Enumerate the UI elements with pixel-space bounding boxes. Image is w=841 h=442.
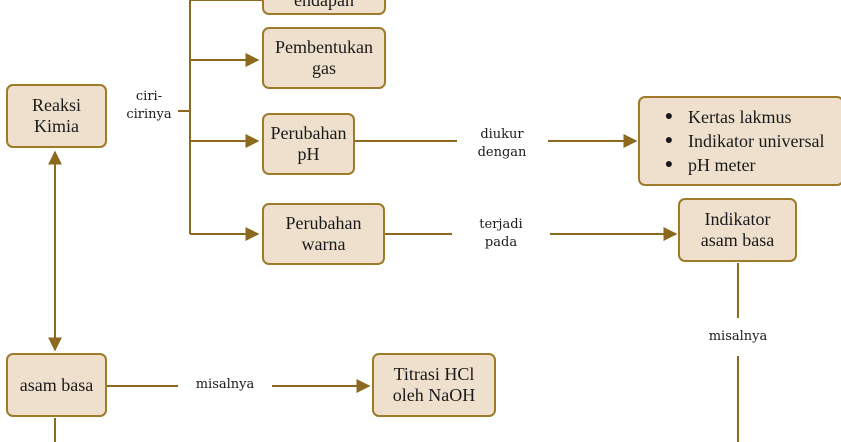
edge-label-misalnya-asam-basa-text: misalnya [195, 377, 255, 392]
node-asam-basa-label: asam basa [19, 374, 94, 395]
edge-label-misalnya-indikator-text: misalnya [708, 329, 768, 344]
ph-instrument-item-label: pH meter [688, 155, 756, 175]
edge-label-ciri-line-2: cirinya [126, 107, 172, 122]
node-perubahan-ph-line-1: Perubahan [270, 123, 347, 143]
node-asam-basa: asam basa [6, 353, 107, 417]
bullet-icon: ● [664, 109, 674, 124]
node-ph-instruments: ● Kertas lakmus ● Indikator universal ● … [638, 96, 841, 186]
node-reaksi-kimia-line-1: Reaksi [32, 95, 81, 115]
edge-label-ciri-cirinya: ciri- cirinya [120, 88, 178, 124]
ph-instrument-item-label: Kertas lakmus [688, 107, 792, 127]
edge-label-ciri-line-1: ciri- [135, 89, 163, 104]
edge-label-diukur-dengan: diukur dengan [460, 126, 544, 162]
node-reaksi-kimia: Reaksi Kimia [6, 84, 107, 148]
edge-label-diukur-line-1: diukur [480, 127, 524, 142]
node-perubahan-warna-line-2: warna [301, 234, 346, 254]
edge-label-terjadi-pada: terjadi pada [456, 216, 546, 252]
node-reaksi-kimia-line-2: Kimia [34, 116, 79, 136]
node-titrasi-line-2: oleh NaOH [392, 385, 476, 405]
ph-instrument-item: ● Kertas lakmus [650, 105, 792, 129]
node-endapan-label: endapan [294, 0, 354, 10]
node-indikator-asam-basa: Indikator asam basa [678, 198, 797, 262]
edge-label-diukur-line-2: dengan [477, 145, 527, 160]
ph-instrument-item: ● Indikator universal [650, 129, 825, 153]
bullet-icon: ● [664, 133, 674, 148]
node-pembentukan-gas-line-1: Pembentukan [275, 37, 373, 57]
node-indikator-line-2: asam basa [700, 230, 775, 250]
node-titrasi: Titrasi HCl oleh NaOH [372, 353, 496, 417]
bullet-icon: ● [664, 157, 674, 172]
node-perubahan-ph: Perubahan pH [262, 113, 355, 175]
node-pembentukan-gas: Pembentukan gas [262, 27, 386, 89]
edge-label-terjadi-line-1: terjadi [479, 217, 523, 232]
node-endapan: endapan [262, 0, 386, 15]
node-titrasi-line-1: Titrasi HCl [393, 364, 475, 384]
node-perubahan-warna-line-1: Perubahan [285, 213, 362, 233]
node-perubahan-ph-line-2: pH [297, 144, 320, 164]
edge-label-terjadi-line-2: pada [484, 235, 518, 250]
ph-instrument-item-label: Indikator universal [688, 131, 825, 151]
edge-label-misalnya-indikator: misalnya [696, 328, 780, 346]
node-perubahan-warna: Perubahan warna [262, 203, 385, 265]
edge-label-misalnya-asam-basa: misalnya [180, 376, 270, 394]
node-indikator-line-1: Indikator [704, 209, 771, 229]
node-pembentukan-gas-line-2: gas [312, 58, 336, 78]
ph-instrument-item: ● pH meter [650, 153, 756, 177]
